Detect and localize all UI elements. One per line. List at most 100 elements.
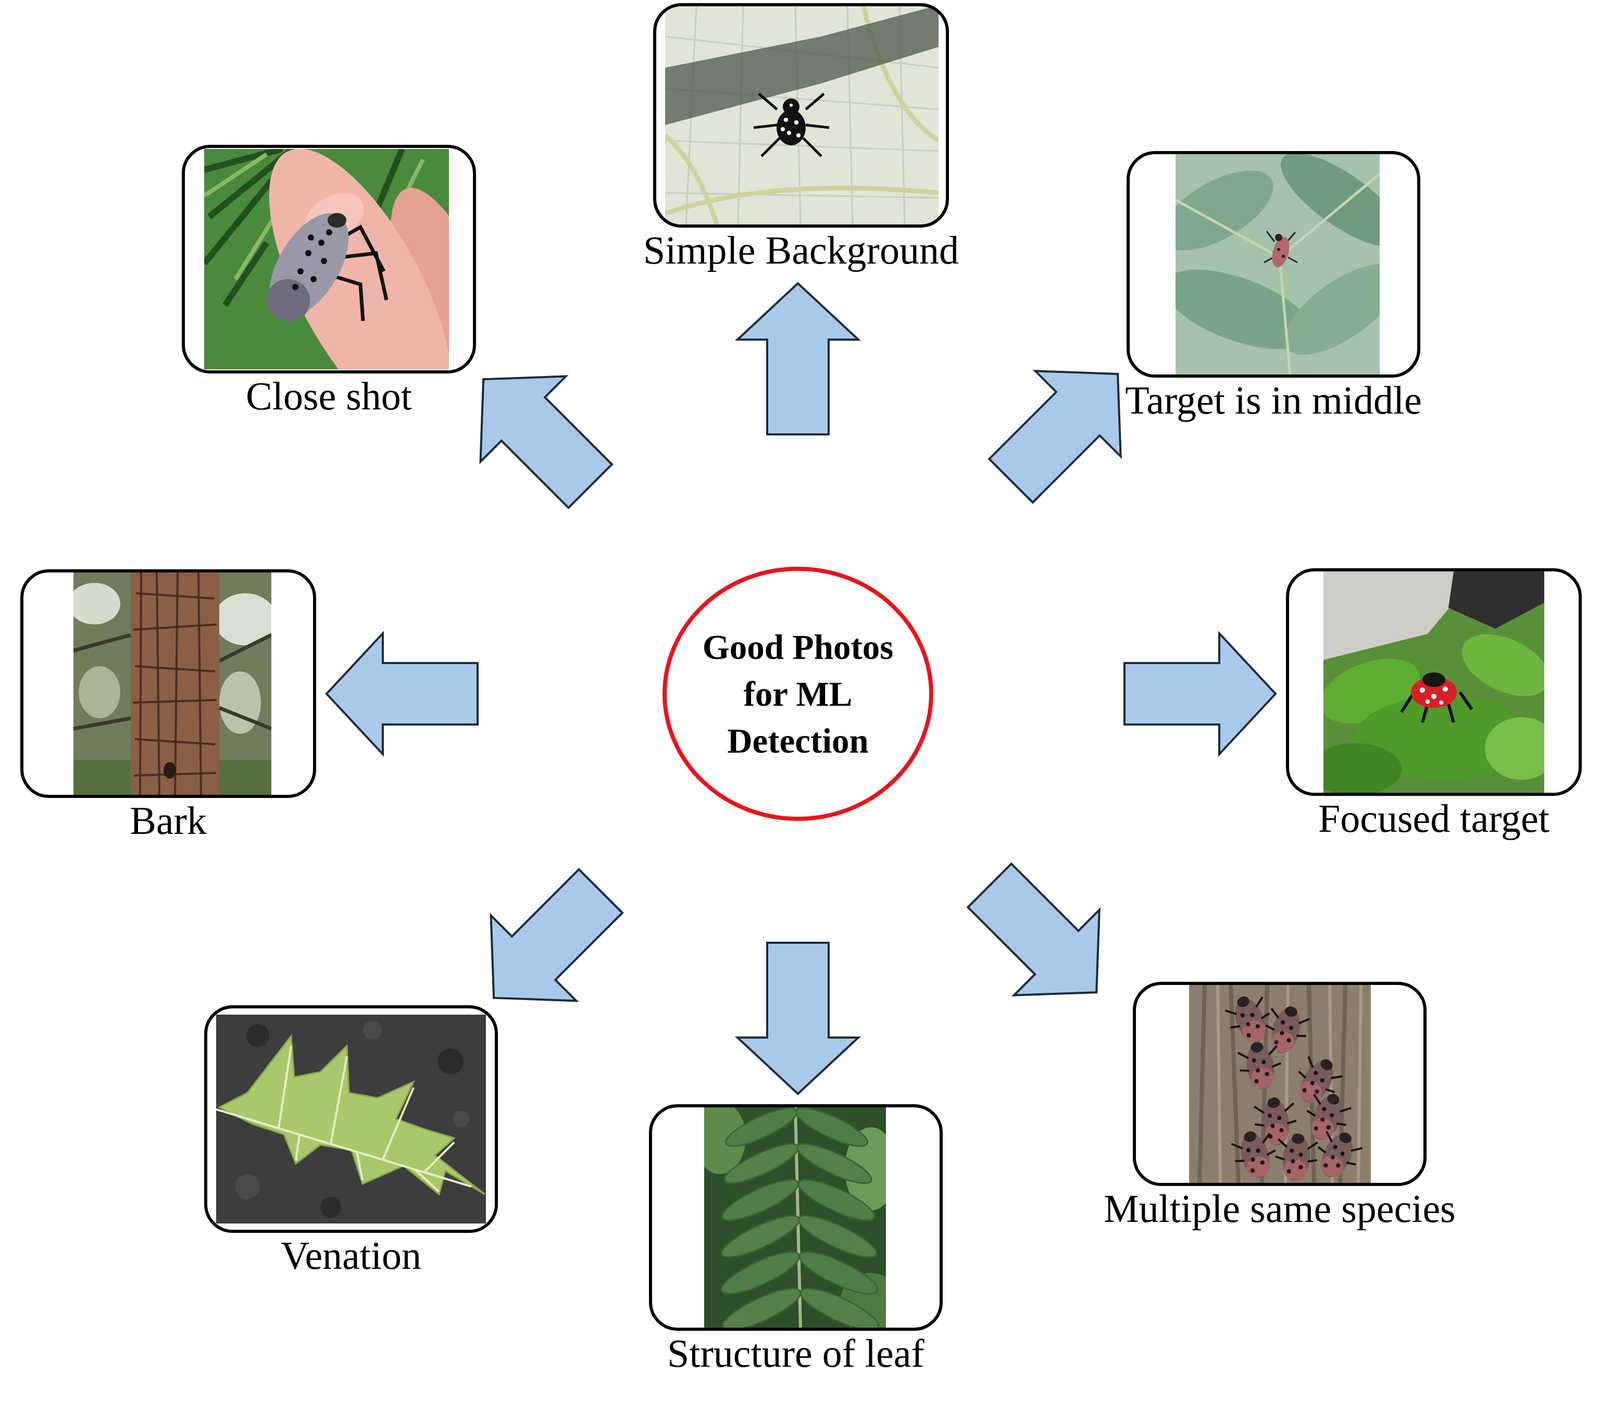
photo-simple-background-part-part [786, 130, 792, 135]
hub-text-wrap: Good Photos for ML Detection [661, 566, 934, 822]
photo-venation-part-part [246, 1023, 270, 1047]
photo-card: Bark [20, 569, 317, 844]
photo-simple-background-part-part [665, 6, 939, 225]
photo-bark-part-part [68, 582, 121, 625]
photo-venation-part-part [216, 1014, 486, 1224]
photo-venation [216, 1014, 486, 1224]
photo-bark-part [68, 572, 277, 795]
photo-multiple-species-part-part [1259, 1001, 1313, 1059]
caption-wrap: Focused target [1160, 795, 1600, 842]
photo-close-shot [204, 147, 473, 371]
photo-focused-target [1307, 571, 1560, 793]
photo-close-shot-part-part [320, 257, 328, 265]
photo-multiple-species-part-part [1235, 1038, 1285, 1093]
photo-frame [1126, 151, 1421, 378]
photo-target-middle-part-part [1270, 246, 1415, 372]
photo-target-middle-part-part [1275, 233, 1283, 242]
photo-simple-background-part [665, 6, 939, 225]
photo-focused-target-part [1307, 571, 1560, 793]
photo-frame [20, 569, 317, 798]
caption-wrap: Multiple same species [1007, 1185, 1552, 1232]
photo-target-middle-part-part [1267, 154, 1418, 264]
photo-multiple-species [1189, 984, 1371, 1183]
caption-wrap: Simple Background [528, 227, 1074, 273]
photo-multiple-species-part-part [1221, 989, 1278, 1049]
photo-multiple-species-part-part [1273, 1131, 1320, 1183]
block-arrow [480, 376, 612, 508]
photo-target-middle [1148, 154, 1418, 375]
photo-close-shot-part-part [327, 213, 347, 228]
photo-venation-part-part [452, 1110, 470, 1128]
photo-close-shot-part-part [310, 276, 317, 283]
photo-caption: Target is in middle [1125, 377, 1422, 423]
photo-card: Multiple same species [1132, 981, 1427, 1232]
photo-close-shot-part-part [305, 250, 312, 257]
photo-focused-target-part-part [1439, 700, 1444, 705]
hub-ellipse [664, 568, 932, 819]
photo-caption: Simple Background [643, 227, 959, 273]
photo-simple-background [665, 6, 939, 225]
photo-caption: Bark [129, 797, 207, 844]
block-arrow [989, 370, 1121, 503]
photo-frame [1285, 568, 1582, 796]
photo-close-shot-part [204, 147, 473, 371]
photo-close-shot-part-part [326, 229, 333, 236]
photo-caption: Focused target [1318, 795, 1550, 842]
photo-bark-part-part [163, 761, 177, 779]
photo-frame [648, 1104, 943, 1331]
photo-frame [1132, 981, 1427, 1186]
caption-wrap: Close shot [56, 373, 602, 419]
photo-bark-part-part [78, 666, 121, 719]
photo-card: Target is in middle [1126, 151, 1421, 423]
photo-target-middle-part-part [1281, 254, 1285, 258]
photo-card: Focused target [1285, 568, 1582, 842]
photo-leaf-structure-part-part [795, 1280, 883, 1328]
block-arrow [1124, 633, 1276, 755]
photo-caption: Venation [280, 1232, 422, 1279]
photo-simple-background-part-part [665, 6, 939, 125]
photo-frame [181, 144, 477, 374]
caption-wrap: Bark [0, 797, 442, 844]
photo-bark-part-part [130, 572, 220, 795]
hub-label: Good Photos for ML Detection [696, 623, 900, 765]
photo-leaf-structure-part [693, 1107, 903, 1328]
photo-simple-background-part-part [783, 117, 789, 122]
photo-target-middle-part [1148, 154, 1418, 375]
photo-simple-background-part-part [794, 120, 799, 125]
photo-focused-target-part-part [1307, 743, 1402, 793]
block-arrow [491, 869, 623, 1001]
photo-simple-background-part-part [780, 127, 785, 132]
caption-wrap: Venation [79, 1232, 623, 1279]
photo-target-middle-part-part [1175, 173, 1380, 375]
photo-simple-background-part-part [776, 109, 806, 146]
photo-close-shot-part-part [292, 283, 299, 291]
photo-simple-background-part-part [789, 103, 793, 107]
photo-card: Close shot [181, 144, 477, 419]
block-arrow [967, 863, 1099, 995]
photo-venation-part [216, 1014, 486, 1224]
photo-target-middle-part-part [1277, 247, 1281, 252]
photo-bark-part-part [133, 572, 217, 795]
block-arrow [326, 633, 478, 755]
photo-focused-target-part-part [1419, 687, 1425, 693]
hub-circle: Good Photos for ML Detection [661, 566, 934, 822]
photo-card: Structure of leaf [648, 1104, 943, 1377]
photo-focused-target-part-part [1484, 717, 1558, 780]
photo-venation-part-part [320, 1196, 342, 1218]
photo-focused-target-part-part [1448, 571, 1545, 629]
photo-simple-background-part-part [796, 133, 801, 138]
photo-simple-background-part-part [753, 93, 830, 157]
photo-leaf-structure-part-part [717, 1280, 805, 1328]
photo-multiple-species-part-part [1308, 1124, 1367, 1183]
photo-focused-target-part-part [1431, 693, 1437, 699]
photo-simple-background-part-part [782, 98, 800, 116]
photo-venation-part-part [363, 1020, 382, 1040]
photo-leaf-structure [693, 1107, 903, 1328]
photo-close-shot-part-part [318, 239, 325, 246]
photo-multiple-species-part [1189, 984, 1371, 1183]
photo-frame [653, 3, 949, 228]
photo-frame [204, 1005, 498, 1233]
photo-close-shot-part-part [232, 147, 473, 371]
caption-wrap: Structure of leaf [523, 1330, 1068, 1377]
photo-venation-part-part [234, 1173, 260, 1199]
